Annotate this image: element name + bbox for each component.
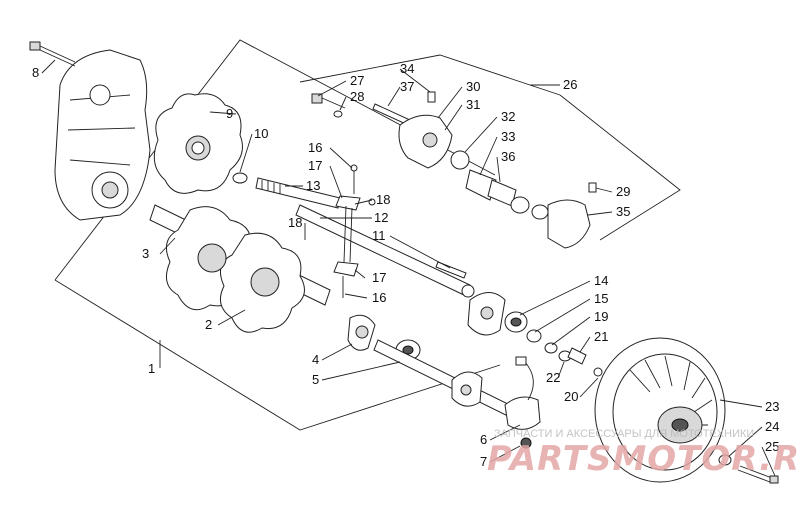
o-ring-19 — [544, 342, 558, 354]
callout-9: 9 — [226, 106, 233, 121]
callout-11: 11 — [372, 228, 386, 243]
callout-labels: 1 2 3 4 5 6 7 8 9 10 11 12 13 14 15 16 1… — [32, 61, 779, 469]
bleeder-29 — [588, 182, 597, 193]
callout-36: 36 — [501, 149, 515, 164]
callout-10: 10 — [254, 126, 268, 141]
callout-37: 37 — [400, 79, 414, 94]
drive-sprocket-2 — [149, 204, 331, 333]
brake-disc-9 — [153, 93, 243, 194]
group-26-bracket — [299, 54, 681, 241]
callout-17a: 17 — [308, 158, 322, 173]
bolt-8 — [29, 41, 76, 67]
callout-6: 6 — [480, 432, 487, 447]
piston-32 — [450, 150, 470, 170]
flange-plate — [451, 371, 483, 407]
callout-15: 15 — [594, 291, 608, 306]
washer-10 — [232, 172, 248, 184]
callout-16a: 16 — [308, 140, 322, 155]
bleeder-34 — [427, 91, 436, 103]
callout-2: 2 — [205, 317, 212, 332]
callout-26: 26 — [563, 77, 577, 92]
callout-31: 31 — [466, 97, 480, 112]
callout-21: 21 — [594, 329, 608, 344]
callout-28: 28 — [350, 89, 364, 104]
lower-shaft — [373, 339, 521, 421]
callout-16b: 16 — [372, 290, 386, 305]
callout-29: 29 — [616, 184, 630, 199]
callout-14: 14 — [594, 273, 608, 288]
callout-22: 22 — [546, 370, 560, 385]
callout-4: 4 — [312, 352, 319, 367]
callout-23: 23 — [765, 399, 779, 414]
callout-18a: 18 — [376, 192, 390, 207]
callout-7: 7 — [480, 454, 487, 469]
callout-12: 12 — [374, 210, 388, 225]
tensioner-link — [333, 164, 376, 298]
long-shaft-12 — [295, 204, 475, 298]
callout-32: 32 — [501, 109, 515, 124]
caliper-half-30 — [398, 114, 453, 169]
key-11 — [435, 261, 467, 279]
bolt-27 — [311, 93, 346, 109]
callout-35: 35 — [616, 204, 630, 219]
bearing-plate — [467, 292, 506, 336]
speed-sensor-6 — [504, 356, 541, 430]
callout-3: 3 — [142, 246, 149, 261]
watermark-logo: PARTSMOTOR.RU — [487, 439, 800, 479]
gear-case-housing — [54, 49, 151, 221]
callout-1: 1 — [148, 361, 155, 376]
washer-15 — [526, 329, 542, 343]
bolt-25 — [737, 465, 779, 484]
nut-7 — [520, 437, 532, 449]
washer-28 — [333, 110, 343, 118]
callout-24: 24 — [765, 419, 779, 434]
washer-20 — [593, 367, 603, 377]
caliper-half-35 — [547, 199, 591, 249]
callout-33: 33 — [501, 129, 515, 144]
leader-lines — [41, 59, 776, 477]
bearing-14 — [504, 311, 528, 333]
upper-shaft-13 — [255, 177, 341, 209]
callout-13: 13 — [306, 178, 320, 193]
watermark-tagline: ЗАПЧАСТИ И АКСЕССУАРЫ ДЛЯ МОТОТЕХНИКИ — [494, 428, 754, 440]
watermark: ЗАПЧАСТИ И АКСЕССУАРЫ ДЛЯ МОТОТЕХНИКИ PA… — [487, 428, 800, 479]
callout-8: 8 — [32, 65, 39, 80]
bearing-flange-4 — [347, 314, 376, 351]
callout-5: 5 — [312, 372, 319, 387]
callout-30: 30 — [466, 79, 480, 94]
washer-24 — [718, 454, 732, 466]
callout-34: 34 — [400, 61, 414, 76]
piston-seal — [510, 196, 549, 220]
callout-27: 27 — [350, 73, 364, 88]
callout-25: 25 — [765, 439, 779, 454]
callout-19: 19 — [594, 309, 608, 324]
bushing-21 — [567, 347, 587, 365]
callout-20: 20 — [564, 389, 578, 404]
callout-18b: 18 — [288, 215, 302, 230]
driven-pulley-23 — [594, 337, 726, 483]
callout-17b: 17 — [372, 270, 386, 285]
